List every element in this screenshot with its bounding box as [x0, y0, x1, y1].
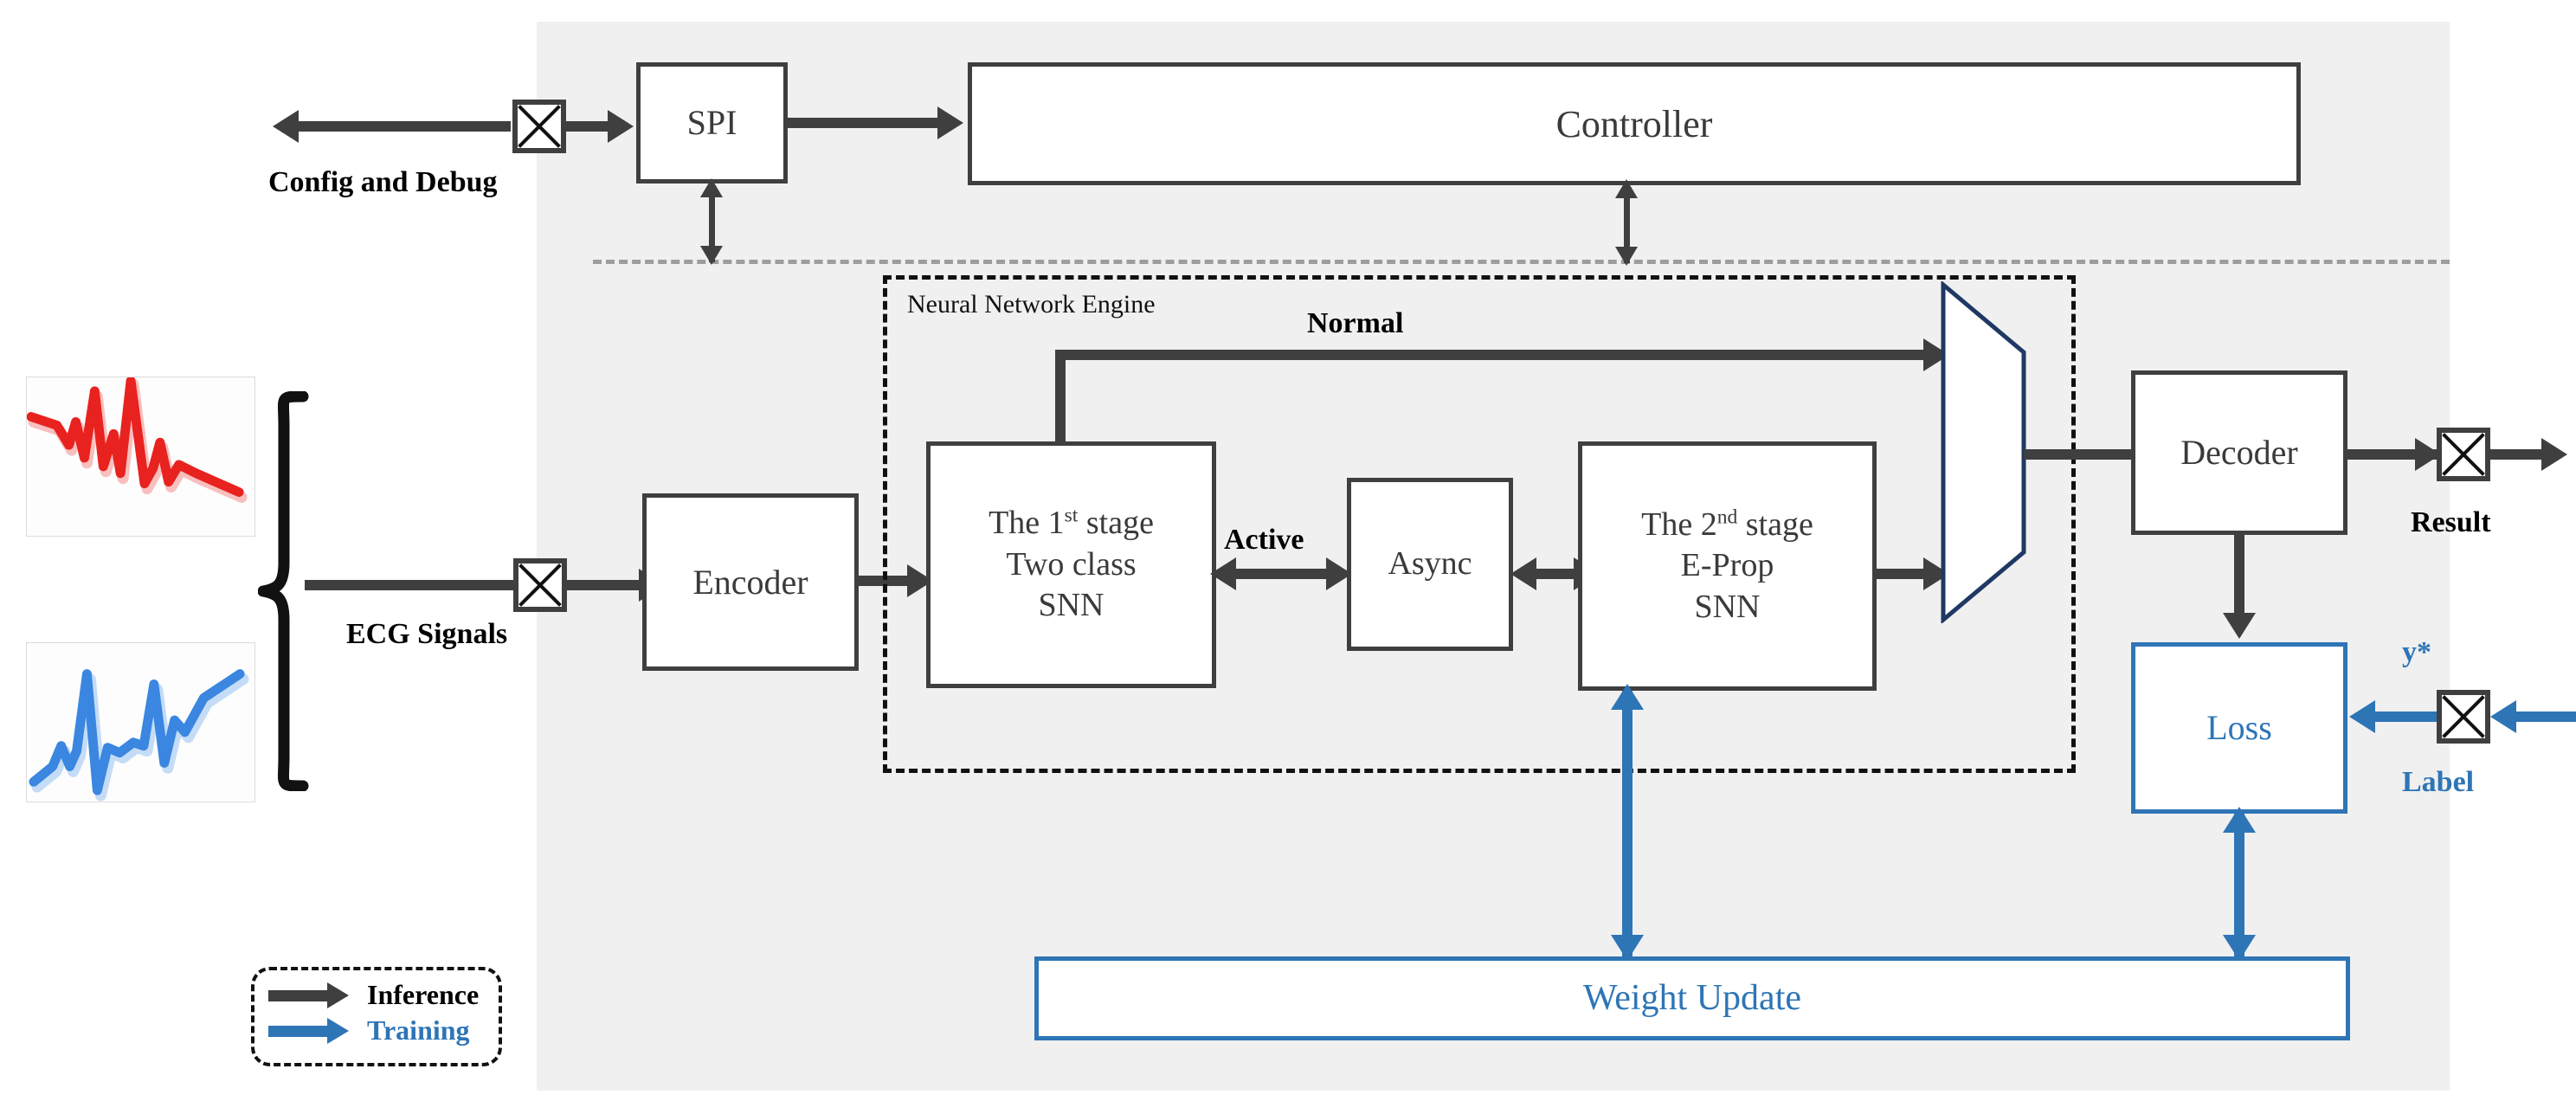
ecg-thumbnail-red [26, 377, 255, 537]
normal-bypass-horizontal [1055, 350, 1929, 360]
legend-inference-label: Inference [367, 979, 480, 1010]
result-out-line [2490, 449, 2544, 460]
loss-block[interactable]: Loss [2131, 642, 2347, 814]
controller-label: Controller [1555, 102, 1713, 145]
label-pad-icon [2437, 690, 2490, 744]
loss-to-weight-update-line [2234, 814, 2244, 956]
stage2-eprop-snn-block[interactable]: The 2nd stage E-Prop SNN [1578, 441, 1877, 691]
stage2-line-3: SNN [1694, 588, 1761, 625]
result-out-arrow-head [2541, 438, 2567, 471]
stage2-line-2: E-Prop [1680, 547, 1774, 584]
controller-bus-arrow-down [1615, 247, 1638, 266]
result-pad-icon [2437, 428, 2490, 481]
output-multiplexer[interactable] [1937, 281, 2037, 623]
spi-bus-arrow-down [700, 246, 723, 265]
label-in-arrow-head [2490, 700, 2516, 733]
weight-update-block[interactable]: Weight Update [1034, 956, 2350, 1040]
decoder-block[interactable]: Decoder [2131, 370, 2347, 535]
encoder-label: Encoder [692, 562, 808, 602]
spi-block[interactable]: SPI [636, 62, 788, 184]
normal-label: Normal [1307, 307, 1404, 339]
stage2-line1-prefix: The 2 [1641, 505, 1717, 543]
stage1-two-class-snn-block[interactable]: The 1st stage Two class SNN [926, 441, 1216, 688]
stage1-line1-superscript: st [1064, 504, 1079, 527]
stage2-to-mux-line [1877, 569, 1930, 579]
normal-bypass-vertical [1055, 350, 1066, 445]
controller-bus-arrow-up [1615, 179, 1638, 198]
legend-row-inference: Inference [268, 979, 499, 1011]
stage1-line-2: Two class [1006, 545, 1137, 583]
active-label: Active [1224, 524, 1304, 556]
stage1-line1-prefix: The 1 [989, 505, 1065, 542]
legend-row-training: Training [268, 1014, 499, 1046]
decoder-label: Decoder [2180, 433, 2298, 472]
ecg-input-pad-icon [513, 558, 567, 612]
ecg-signals-label: ECG Signals [346, 618, 508, 650]
y-star-label: y* [2402, 636, 2431, 668]
stage1-line-3: SNN [1038, 587, 1104, 624]
stage2-to-weight-update-line [1622, 691, 1633, 957]
ecg-to-pad-line [305, 580, 516, 590]
config-debug-line [299, 121, 511, 132]
controller-block[interactable]: Controller [968, 62, 2301, 185]
legend-box: Inference Training [251, 967, 502, 1066]
active-line [1233, 569, 1337, 579]
spi-bus-arrow-up [700, 178, 723, 197]
spi-label: SPI [686, 103, 737, 142]
legend-training-label: Training [367, 1014, 470, 1046]
plane-separator [593, 260, 2450, 264]
mux-to-decoder-line [2024, 449, 2136, 460]
pad-to-encoder-line [567, 580, 641, 590]
stage2-line1-suffix: stage [1737, 505, 1813, 543]
curly-brace-icon [258, 391, 310, 791]
config-debug-pad-icon [512, 100, 566, 153]
legend-training-arrow-icon [268, 1017, 355, 1044]
label-to-loss-arrow-head [2349, 700, 2375, 733]
neural-network-engine-box [883, 275, 2076, 773]
spi-to-controller-arrow-head [937, 106, 963, 139]
stage2-line-1: The 2nd stage [1641, 505, 1813, 546]
loss-label: Loss [2206, 708, 2272, 747]
async-label: Async [1388, 545, 1472, 583]
decoder-to-loss-arrow-head [2223, 613, 2256, 639]
neural-network-engine-label: Neural Network Engine [907, 290, 1156, 319]
label-label: Label [2402, 766, 2475, 798]
label-in-line [2516, 712, 2576, 722]
async-block[interactable]: Async [1347, 478, 1513, 651]
spi-to-controller-line [788, 118, 939, 128]
active-arrow-head-left [1210, 557, 1236, 590]
spi-bus-line [709, 186, 715, 262]
config-debug-label: Config and Debug [268, 166, 498, 198]
ecg-thumbnail-blue [26, 642, 255, 802]
loss-to-weight-update-arrow-up [2223, 807, 2256, 833]
red-ecg-waveform-icon [27, 377, 254, 536]
async-to-stage2-line [1530, 569, 1582, 579]
pad-to-spi-line [566, 121, 609, 132]
async-to-stage2-arrow-head-left [1510, 557, 1536, 590]
blue-ecg-waveform-icon [27, 643, 254, 802]
decoder-to-loss-line [2234, 535, 2244, 615]
stage1-line1-suffix: stage [1078, 505, 1154, 542]
encoder-block[interactable]: Encoder [642, 493, 859, 671]
result-label: Result [2411, 506, 2491, 538]
label-to-loss-line [2375, 712, 2449, 722]
stage2-to-weight-update-arrow-up [1611, 684, 1644, 710]
config-debug-arrow-head [273, 110, 299, 143]
legend-inference-arrow-icon [268, 982, 355, 1008]
weight-update-label: Weight Update [1582, 978, 1802, 1019]
controller-bus-line [1624, 187, 1630, 263]
pad-to-spi-arrow-head [608, 110, 634, 143]
stage2-line1-superscript: nd [1716, 505, 1738, 529]
stage1-line-1: The 1st stage [989, 503, 1154, 544]
